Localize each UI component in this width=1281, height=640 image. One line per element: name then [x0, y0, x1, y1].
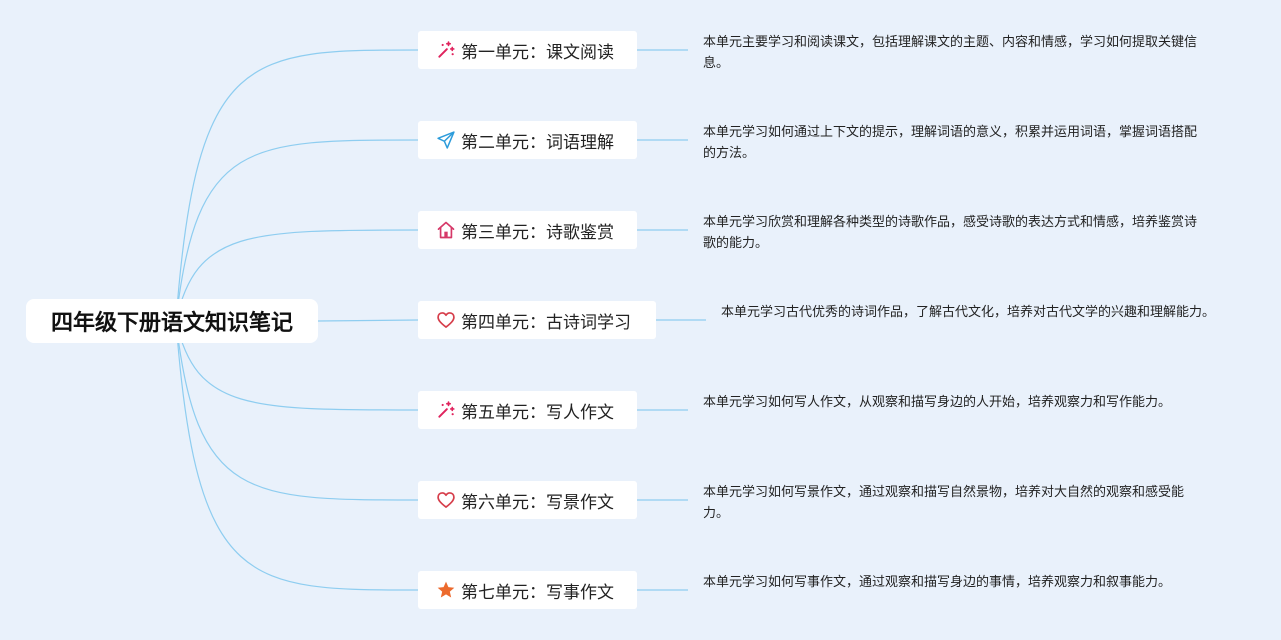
unit-description-6: 本单元学习如何写景作文，通过观察和描写自然景物，培养对大自然的观察和感受能力。	[703, 485, 1185, 521]
unit-label: 第五单元：写人作文	[461, 402, 614, 423]
unit-node-5[interactable]: 第五单元：写人作文	[418, 391, 637, 429]
heart-icon	[435, 489, 457, 511]
heart-icon	[435, 309, 457, 331]
branch-connector-3	[175, 229, 419, 322]
star-icon	[435, 579, 457, 601]
root-title: 四年级下册语文知识笔记	[50, 311, 293, 336]
unit-label: 第六单元：写景作文	[461, 492, 614, 513]
unit-node-1[interactable]: 第一单元：课文阅读	[418, 31, 637, 69]
magic-wand-icon	[435, 39, 457, 61]
paper-plane-icon	[435, 129, 457, 151]
unit-node-3[interactable]: 第三单元：诗歌鉴赏	[418, 211, 637, 249]
branch-connector-2	[175, 139, 419, 322]
unit-description-7: 本单元学习如何写事作文，通过观察和描写身边的事情，培养观察力和叙事能力。	[703, 575, 1172, 590]
unit-description-2: 本单元学习如何通过上下文的提示，理解词语的意义，积累并运用词语，掌握词语搭配的方…	[703, 125, 1198, 161]
unit-label: 第三单元：诗歌鉴赏	[461, 222, 614, 243]
unit-label: 第一单元：课文阅读	[461, 42, 614, 63]
unit-node-6[interactable]: 第六单元：写景作文	[418, 481, 637, 519]
branch-connector-1	[175, 49, 419, 322]
branch-connector-4	[317, 319, 419, 322]
branch-connector-7	[175, 320, 419, 591]
branch-connector-6	[175, 320, 419, 501]
home-icon	[435, 219, 457, 241]
magic-wand-icon	[435, 399, 457, 421]
unit-label: 第七单元：写事作文	[461, 582, 614, 603]
unit-description-1: 本单元主要学习和阅读课文，包括理解课文的主题、内容和情感，学习如何提取关键信息。	[703, 35, 1198, 71]
unit-label: 第四单元：古诗词学习	[461, 312, 631, 333]
branch-connector-5	[175, 320, 419, 411]
unit-node-2[interactable]: 第二单元：词语理解	[418, 121, 637, 159]
unit-description-3: 本单元学习欣赏和理解各种类型的诗歌作品，感受诗歌的表达方式和情感，培养鉴赏诗歌的…	[703, 215, 1198, 251]
unit-node-4[interactable]: 第四单元：古诗词学习	[418, 301, 656, 339]
unit-label: 第二单元：词语理解	[461, 132, 614, 153]
unit-node-7[interactable]: 第七单元：写事作文	[418, 571, 637, 609]
unit-description-5: 本单元学习如何写人作文，从观察和描写身边的人开始，培养观察力和写作能力。	[703, 395, 1172, 410]
unit-description-4: 本单元学习古代优秀的诗词作品，了解古代文化，培养对古代文学的兴趣和理解能力。	[721, 305, 1216, 320]
root-topic[interactable]: 四年级下册语文知识笔记	[26, 299, 318, 343]
